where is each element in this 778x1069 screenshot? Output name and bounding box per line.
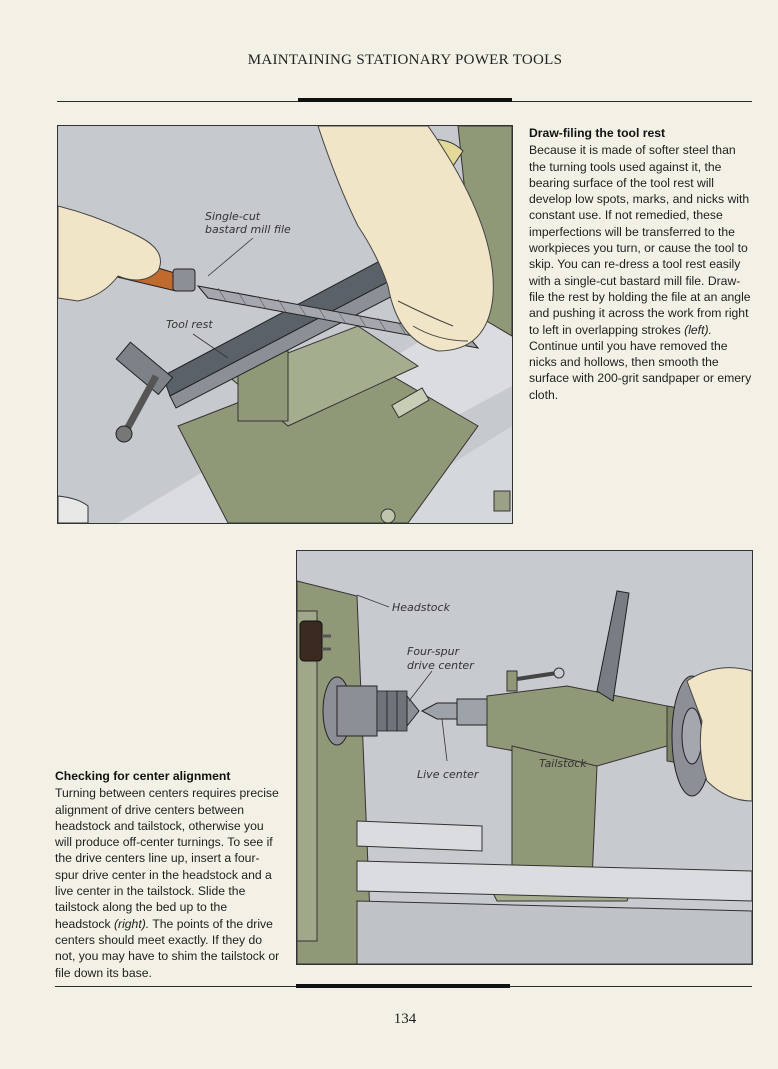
label-file-line1: Single-cut: [205, 210, 261, 223]
caption-center-alignment-title: Checking for center alignment: [55, 769, 231, 783]
caption-draw-filing-title: Draw-filing the tool rest: [529, 126, 666, 140]
footer-rule-accent: [296, 984, 510, 988]
label-tool-rest: Tool rest: [166, 318, 213, 331]
label-live-center: Live center: [417, 768, 480, 781]
caption-center-alignment: Checking for center alignment Turning be…: [55, 768, 283, 981]
label-tailstock: Tailstock: [539, 757, 587, 770]
caption-draw-filing: Draw-filing the tool rest Because it is …: [529, 125, 753, 403]
header-rule-accent: [298, 98, 512, 102]
draw-filing-illustration: Single-cut bastard mill file Tool rest: [58, 126, 512, 523]
center-alignment-illustration: Headstock Four-spur drive center Live ce…: [297, 551, 752, 964]
page-number: 134: [393, 1011, 417, 1027]
caption-center-alignment-body: Turning between centers requires precise…: [55, 786, 280, 980]
label-headstock: Headstock: [392, 601, 451, 614]
label-file-line2: bastard mill file: [205, 223, 291, 236]
label-drive-center-line2: drive center: [407, 659, 475, 672]
label-drive-center-line1: Four-spur: [407, 645, 461, 658]
caption-draw-filing-body: Because it is made of softer steel than …: [529, 143, 752, 402]
figure-center-alignment: Headstock Four-spur drive center Live ce…: [296, 550, 753, 965]
running-head: MAINTAINING STATIONARY POWER TOOLS: [247, 52, 563, 68]
figure-draw-filing: Single-cut bastard mill file Tool rest: [57, 125, 513, 524]
